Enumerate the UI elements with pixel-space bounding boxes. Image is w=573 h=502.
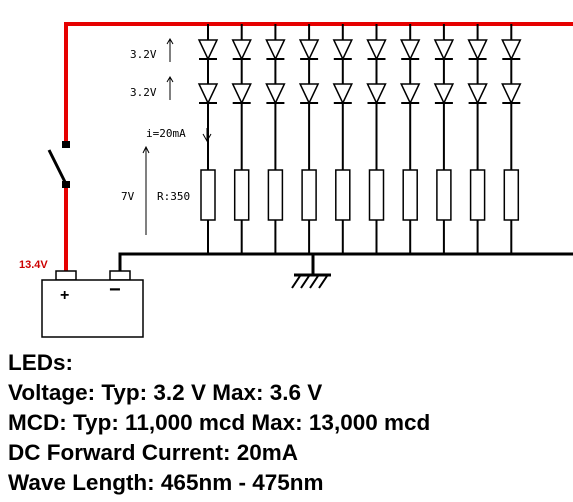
current-label: i=20mA [146, 127, 186, 140]
led2-voltage-arrow-icon [166, 76, 174, 100]
resistor-icon [335, 169, 351, 221]
resistor-icon [436, 169, 452, 221]
led-diode-icon [298, 83, 320, 105]
led-branch [501, 24, 522, 254]
current-arrow-icon [202, 128, 212, 143]
led-diode-icon [366, 39, 387, 61]
led2-voltage-label: 3.2V [130, 86, 157, 99]
led-diode-icon [265, 39, 286, 61]
led1-voltage-arrow-icon [166, 38, 174, 62]
led-branch [265, 24, 286, 254]
resistor-icon [200, 169, 216, 221]
battery-plus-sign: + [60, 287, 69, 304]
annotation-arrows [142, 38, 212, 235]
led-diode-icon [467, 83, 488, 105]
led-branch [467, 24, 488, 254]
led-diode-icon [332, 39, 353, 61]
led-diode-icon [231, 83, 252, 105]
resistor-icon [503, 169, 520, 221]
led-diode-icon [265, 83, 286, 105]
led-branch [400, 24, 421, 254]
spec-voltage: Voltage: Typ: 3.2 V Max: 3.6 V [8, 380, 323, 405]
led-diode-icon [298, 39, 320, 61]
resistor-value-label: R:350 [157, 190, 190, 203]
switch-lever [47, 149, 68, 185]
resistor-icon [267, 169, 284, 221]
led-diode-icon [400, 83, 421, 105]
led-diode-icon [332, 83, 353, 105]
led-diode-icon [231, 39, 252, 61]
resistor-icon [469, 169, 486, 221]
switch-bottom-contact [62, 181, 70, 188]
led-diode-icon [433, 39, 455, 61]
battery-body [41, 279, 144, 338]
spec-wavelength: Wave Length: 465nm - 475nm [8, 470, 324, 495]
led-branch [197, 24, 219, 254]
ground-wire [118, 252, 573, 272]
led-diode-icon [197, 39, 219, 61]
led-branches [197, 24, 522, 254]
led-diode-icon [197, 83, 219, 105]
switch-top-contact [62, 141, 70, 148]
led-specifications: LEDs: Voltage: Typ: 3.2 V Max: 3.6 V MCD… [8, 348, 568, 498]
led-branch [298, 24, 320, 254]
led-diode-icon [433, 83, 455, 105]
led-branch [332, 24, 353, 254]
led-circuit-diagram: + − 3.2V 3.2V i=20mA 7V R:350 13.4V [19, 22, 573, 338]
spec-mcd: MCD: Typ: 11,000 mcd Max: 13,000 mcd [8, 410, 431, 435]
battery-plus-terminal [55, 270, 77, 281]
led-branch [366, 24, 387, 254]
resistor-icon [402, 169, 418, 221]
resistor-voltage-arrow-icon [142, 145, 150, 235]
battery: + − [41, 270, 144, 338]
led-diode-icon [501, 83, 522, 105]
battery-minus-sign: − [109, 279, 121, 301]
resistor-voltage-label: 7V [121, 190, 135, 203]
resistor-icon [368, 169, 385, 221]
spec-current: DC Forward Current: 20mA [8, 440, 299, 465]
supply-voltage-label: 13.4V [19, 259, 48, 271]
specs-heading: LEDs: [8, 350, 74, 375]
ground-rail [118, 252, 573, 272]
supply-wiring [64, 22, 573, 272]
led-diode-icon [400, 39, 421, 61]
resistor-icon [301, 169, 317, 221]
switch [47, 141, 70, 188]
led-diode-icon [467, 39, 488, 61]
led1-voltage-label: 3.2V [130, 48, 157, 61]
led-diode-icon [501, 39, 522, 61]
led-branch [433, 24, 455, 254]
ground-symbol-icon [291, 254, 331, 289]
led-diode-icon [366, 83, 387, 105]
led-branch [231, 24, 252, 254]
resistor-icon [233, 169, 250, 221]
